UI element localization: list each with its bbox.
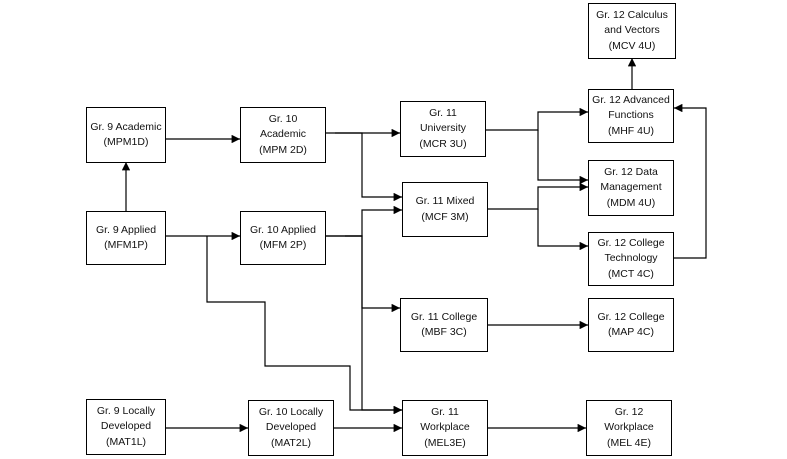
course-title: Gr. 9 Applied — [95, 223, 157, 236]
course-box-g10-academic: Gr. 10 Academic (MPM 2D) — [240, 107, 326, 163]
course-title: Gr. 12 Data — [604, 166, 658, 179]
course-code: (MDM 4U) — [606, 196, 656, 209]
arrow-g10applied-to-g11workplace — [326, 235, 402, 415]
course-code: (MCF 3M) — [421, 210, 469, 223]
course-box-g9-locally-developed: Gr. 9 Locally Developed (MAT1L) — [86, 399, 166, 455]
course-box-g12-advanced-functions: Gr. 12 Advanced Functions (MHF 4U) — [588, 89, 674, 143]
course-title: Gr. 11 Mixed — [415, 195, 475, 208]
course-code: (MAT2L) — [270, 436, 312, 449]
course-title: Gr. 11 — [431, 406, 459, 419]
course-box-g10-applied: Gr. 10 Applied (MFM 2P) — [240, 211, 326, 265]
arrow-g11university-to-g12functions — [486, 107, 588, 131]
course-title: Gr. 10 Locally — [258, 406, 324, 419]
course-title-line2: and Vectors — [604, 24, 660, 37]
course-title-line2: Functions — [608, 109, 654, 122]
course-code: (MHF 4U) — [607, 124, 655, 137]
arrow-g10applied-to-g11college — [345, 235, 400, 313]
course-title: Gr. 12 College — [597, 237, 665, 250]
course-title-line2: University — [419, 122, 467, 135]
course-title: Gr. 12 Advanced — [592, 94, 670, 107]
course-title: Gr. 10 — [268, 113, 298, 126]
course-title-line2: Workplace — [420, 421, 470, 434]
course-box-g12-college-technology: Gr. 12 College Technology (MCT 4C) — [588, 232, 674, 286]
course-title-line2: Technology — [604, 252, 658, 265]
course-box-g9-academic: Gr. 9 Academic (MPM1D) — [86, 107, 166, 163]
course-code: (MCR 3U) — [419, 137, 467, 150]
course-box-g12-calculus-vectors: Gr. 12 Calculus and Vectors (MCV 4U) — [588, 3, 676, 59]
course-code: (MAT1L) — [105, 435, 147, 448]
course-box-g11-mixed: Gr. 11 Mixed (MCF 3M) — [402, 182, 488, 237]
course-box-g11-college: Gr. 11 College (MBF 3C) — [400, 298, 488, 352]
course-title: Gr. 12 College — [597, 310, 665, 323]
arrow-g11mixed-to-g12tech — [537, 209, 588, 251]
arrow-g11mixed-to-g12data — [488, 182, 588, 210]
course-box-g12-college: Gr. 12 College (MAP 4C) — [588, 298, 674, 352]
course-box-g12-workplace: Gr. 12 Workplace (MEL 4E) — [586, 400, 672, 456]
course-title-line2: Workplace — [604, 421, 654, 434]
course-title-line2: Developed — [100, 420, 152, 433]
course-box-g10-locally-developed: Gr. 10 Locally Developed (MAT2L) — [248, 400, 334, 456]
arrow-g10applied-to-g11mixed — [326, 205, 402, 237]
course-title-line2: Developed — [265, 421, 317, 434]
course-title: Gr. 11 — [429, 107, 457, 120]
course-code: (MFM1P) — [104, 239, 148, 251]
course-code: (MPM1D) — [103, 136, 149, 148]
course-box-g12-data-management: Gr. 12 Data Management (MDM 4U) — [588, 160, 674, 216]
course-title: Gr. 12 Calculus — [596, 9, 668, 22]
course-title: Gr. 12 — [614, 406, 644, 419]
arrow-g10academic-to-g11mixed — [335, 132, 402, 202]
course-box-g9-applied: Gr. 9 Applied (MFM1P) — [86, 211, 166, 265]
course-title: Gr. 11 College — [410, 310, 478, 323]
course-box-g11-university: Gr. 11 University (MCR 3U) — [400, 101, 486, 157]
course-title-line2: Academic — [259, 128, 307, 141]
course-code: (MFM 2P) — [259, 239, 307, 251]
course-title-line2: Management — [600, 181, 662, 194]
course-title: Gr. 9 Locally — [96, 405, 156, 418]
course-box-g11-workplace: Gr. 11 Workplace (MEL3E) — [402, 400, 488, 456]
arrow-g9applied-to-g11mixed — [206, 236, 402, 415]
course-code: (MEL 4E) — [607, 436, 651, 449]
course-title: Gr. 10 Applied — [250, 223, 316, 236]
course-code: (MCT 4C) — [608, 267, 654, 280]
course-code: (MAP 4C) — [608, 326, 654, 338]
arrow-g12tech-to-g12functions — [674, 103, 707, 259]
course-title: Gr. 9 Academic — [90, 120, 162, 133]
course-code: (MCV 4U) — [608, 39, 656, 52]
course-code: (MBF 3C) — [421, 326, 467, 338]
course-code: (MPM 2D) — [259, 143, 307, 156]
arrow-g11university-to-g12data — [537, 130, 588, 185]
course-code: (MEL3E) — [424, 436, 466, 449]
